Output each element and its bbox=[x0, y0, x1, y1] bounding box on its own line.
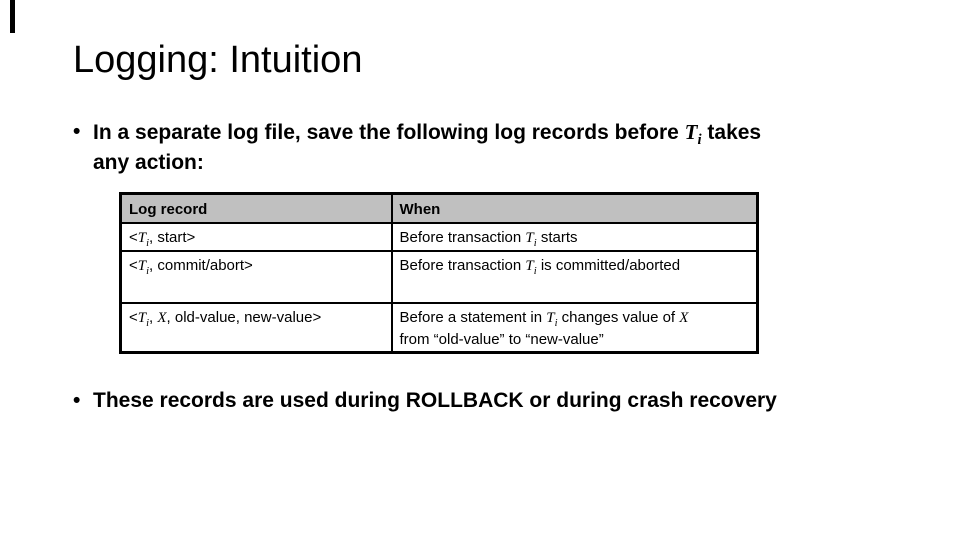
table-row-commit-abort: <Ti, commit/abort> Before transaction Ti… bbox=[119, 249, 759, 304]
bullet-item-intro: • In a separate log file, save the follo… bbox=[73, 117, 888, 178]
cell-log-commit-abort: <Ti, commit/abort> bbox=[119, 249, 393, 304]
bullet-marker: • bbox=[73, 389, 81, 412]
bullet-text-intro: In a separate log file, save the followi… bbox=[93, 120, 762, 174]
table-row-value-change: <Ti, X, old-value, new-value> Before a s… bbox=[119, 301, 759, 354]
cell-when-start: Before transaction Ti starts bbox=[390, 221, 759, 252]
table-row-start: <Ti, start> Before transaction Ti starts bbox=[119, 221, 759, 252]
log-records-table: Log record When <Ti, start> Before trans… bbox=[119, 192, 759, 354]
slide-title: Logging: Intuition bbox=[73, 39, 363, 81]
header-cell-when: When bbox=[390, 192, 759, 224]
bullet-marker: • bbox=[73, 120, 81, 143]
stray-vertical-bar bbox=[10, 0, 15, 33]
cell-log-start: <Ti, start> bbox=[119, 221, 393, 252]
cell-log-value-change: <Ti, X, old-value, new-value> bbox=[119, 301, 393, 354]
bullet-text-usage: These records are used during ROLLBACK o… bbox=[93, 389, 777, 412]
cell-when-commit-abort: Before transaction Ti is committed/abort… bbox=[390, 249, 759, 304]
bullet-item-usage: • These records are used during ROLLBACK… bbox=[73, 386, 933, 416]
header-cell-log-record: Log record bbox=[119, 192, 393, 224]
table-header-row: Log record When bbox=[119, 192, 759, 224]
cell-when-value-change: Before a statement in Ti changes value o… bbox=[390, 301, 759, 354]
